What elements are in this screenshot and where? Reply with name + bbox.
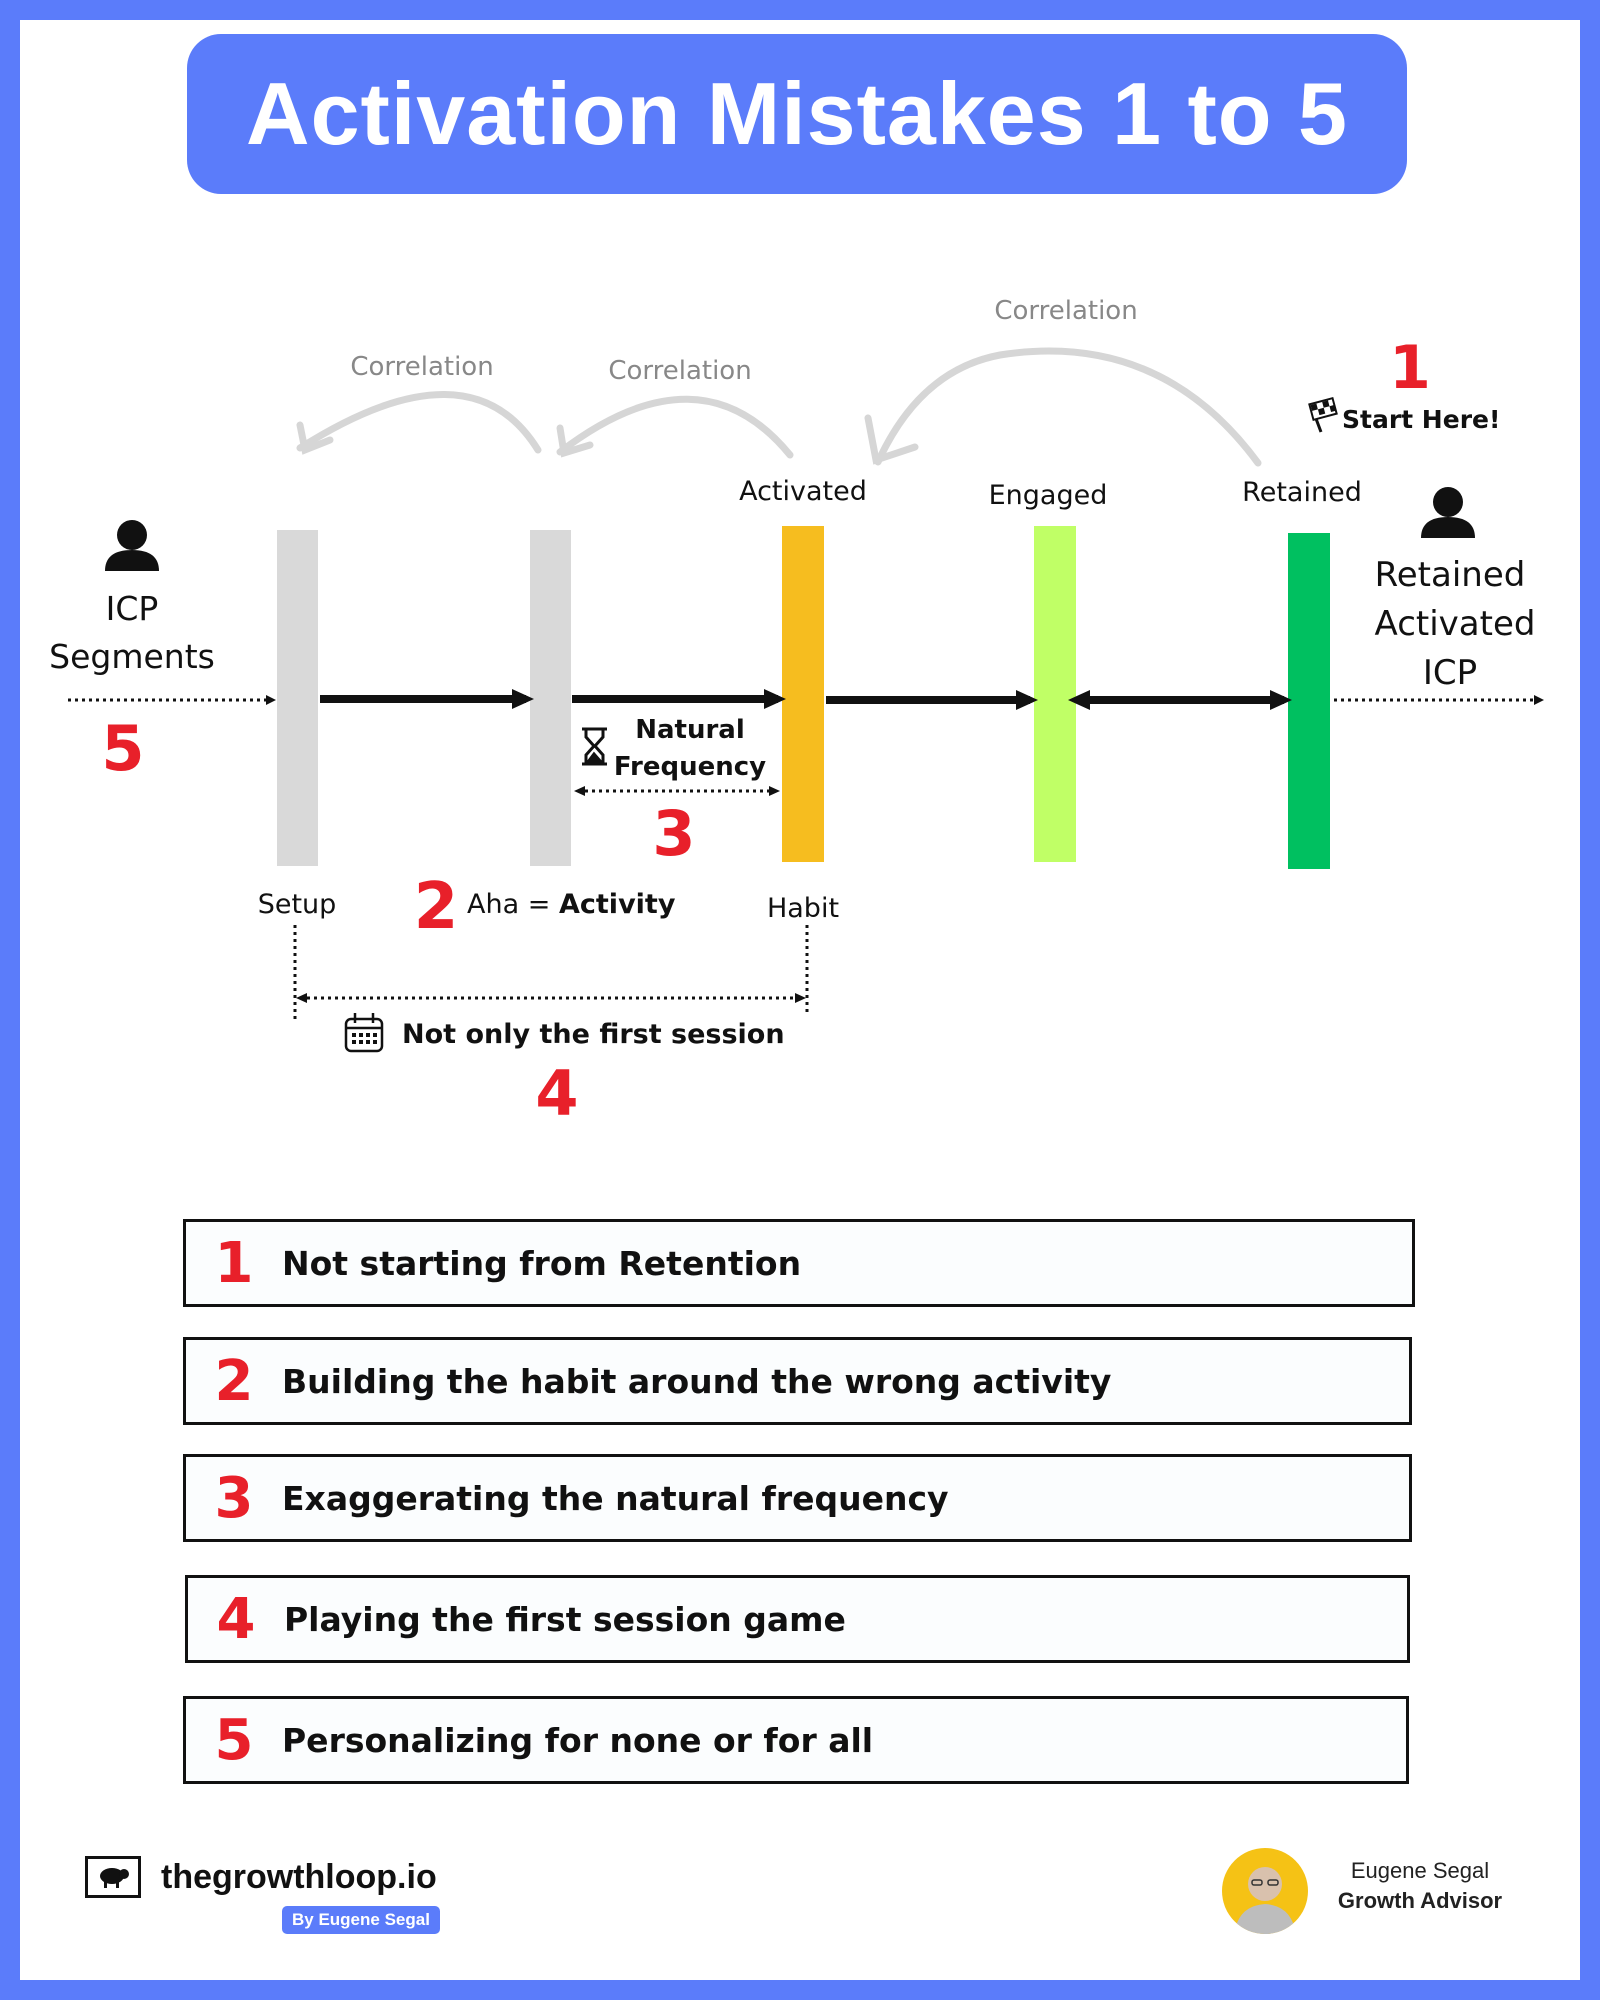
- mistake-item-5: 5 Personalizing for none or for all: [183, 1696, 1409, 1784]
- mistake-number: 5: [214, 1707, 254, 1773]
- stage-label-retained: Retained: [1242, 477, 1362, 508]
- sheep-icon: [85, 1856, 141, 1898]
- marker-3-diagram: 3: [652, 797, 695, 870]
- stage-bar-retained: [1288, 533, 1330, 869]
- natural-frequency-line1: Natural: [635, 715, 745, 745]
- mistake-text: Building the habit around the wrong acti…: [282, 1361, 1112, 1401]
- correlation-arc-2-head: [556, 424, 594, 458]
- correlation-arc-1: [296, 391, 542, 454]
- stage-bar-engaged: [1034, 526, 1076, 862]
- icp-segments-line2: Segments: [49, 637, 215, 676]
- stage-label-activated: Activated: [739, 476, 867, 507]
- marker-4-diagram: 4: [535, 1057, 578, 1130]
- avatar: [1222, 1848, 1308, 1934]
- retained-icp-line3: ICP: [1423, 653, 1477, 693]
- mistake-text: Personalizing for none or for all: [282, 1720, 874, 1760]
- title-banner: Activation Mistakes 1 to 5: [187, 34, 1407, 194]
- stage-bar-setup: [277, 530, 318, 866]
- stage-label-engaged: Engaged: [989, 480, 1108, 511]
- correlation-arc-3: [874, 347, 1262, 467]
- mistake-text: Playing the first session game: [284, 1599, 846, 1639]
- brand-name: thegrowthloop.io: [161, 1857, 437, 1896]
- author-name: Eugene Segal: [1350, 1858, 1490, 1883]
- person-icon-left: [105, 520, 159, 571]
- aha-label: Aha =: [467, 889, 550, 920]
- mistake-number: 4: [216, 1586, 256, 1652]
- marker-2-diagram: 2: [414, 870, 459, 944]
- brand-logo-link[interactable]: thegrowthloop.io: [85, 1856, 437, 1898]
- correlation-arcs: [296, 347, 1262, 467]
- marker-1-top: 1: [1389, 333, 1431, 403]
- retained-icp-line2: Activated: [1375, 604, 1536, 644]
- correlation-label-1: Correlation: [350, 352, 493, 382]
- mistake-item-2: 2 Building the habit around the wrong ac…: [183, 1337, 1412, 1425]
- correlation-label-3: Correlation: [994, 296, 1137, 326]
- mistake-number: 2: [214, 1348, 254, 1414]
- retained-icp-line1: Retained: [1375, 555, 1526, 595]
- correlation-arc-2: [556, 395, 794, 459]
- mistake-number: 3: [214, 1465, 254, 1531]
- mistake-text: Exaggerating the natural frequency: [282, 1478, 949, 1518]
- mistake-item-4: 4 Playing the first session game: [185, 1575, 1410, 1663]
- habit-label: Habit: [767, 893, 839, 924]
- mistake-number: 1: [214, 1230, 254, 1296]
- activity-label: Activity: [559, 889, 676, 920]
- setup-label: Setup: [258, 889, 337, 920]
- stage-bar-aha: [530, 530, 571, 866]
- icp-segments-line1: ICP: [106, 589, 159, 628]
- calendar-icon: [344, 1013, 384, 1053]
- hourglass-icon: [582, 727, 607, 766]
- correlation-label-2: Correlation: [608, 356, 751, 386]
- mistake-item-3: 3 Exaggerating the natural frequency: [183, 1454, 1412, 1542]
- author-role: Growth Advisor: [1337, 1888, 1503, 1913]
- checkered-flag-icon: [1308, 396, 1338, 433]
- page-title: Activation Mistakes 1 to 5: [246, 64, 1348, 163]
- correlation-arc-1-head: [296, 421, 334, 455]
- natural-frequency-line2: Frequency: [614, 752, 766, 782]
- marker-5-diagram: 5: [101, 712, 144, 785]
- person-icon-right: [1421, 487, 1475, 538]
- mistake-item-1: 1 Not starting from Retention: [183, 1219, 1415, 1307]
- start-here-label: Start Here!: [1342, 405, 1500, 434]
- stage-bar-activated: [782, 526, 824, 862]
- author-tag-badge: By Eugene Segal: [282, 1906, 440, 1934]
- correlation-arc-3-head: [864, 414, 919, 465]
- mistake-text: Not starting from Retention: [282, 1243, 802, 1283]
- first-session-label: Not only the first session: [402, 1019, 785, 1050]
